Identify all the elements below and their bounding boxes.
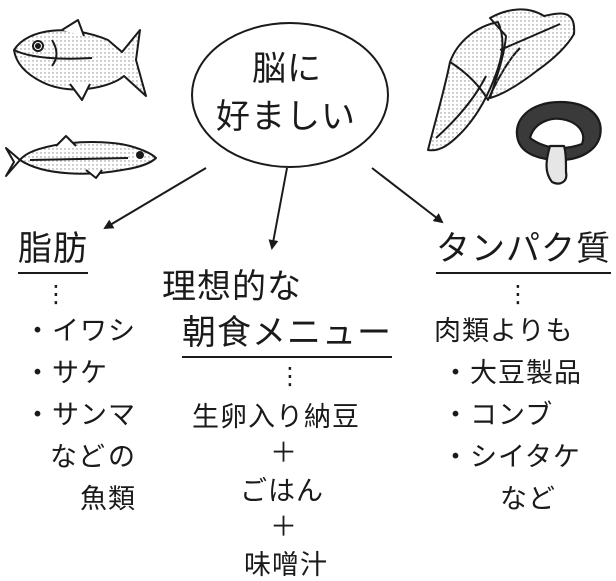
protein-item-etc: など: [500, 484, 556, 515]
protein-item-kelp: ・コンブ: [442, 400, 554, 431]
breakfast-plus-2: ＋: [270, 512, 298, 543]
fat-item-fish: 魚類: [80, 484, 136, 515]
fat-item-saury: ・サンマ: [24, 400, 136, 431]
arrow-to-fat: [103, 167, 207, 230]
tuna-fish-icon: [13, 19, 147, 101]
sardine-fish-icon: [5, 135, 157, 179]
breakfast-item-natto: 生卵入り納豆: [192, 402, 360, 433]
fat-heading: 脂肪: [18, 232, 88, 274]
breakfast-heading-line1: 理想的な: [162, 267, 302, 307]
kelp-icon: [427, 8, 576, 152]
breakfast-plus-1: ＋: [270, 438, 298, 469]
protein-ellipsis: ⋮: [506, 280, 530, 308]
shiitake-mushroom-icon: [515, 100, 602, 185]
breakfast-ellipsis: ⋮: [278, 362, 302, 390]
breakfast-item-miso-soup: 味噌汁: [244, 550, 328, 581]
fat-item-nado: など: [50, 442, 106, 473]
center-ellipse: [191, 22, 389, 168]
protein-item-rather-than-meat: 肉類よりも: [434, 316, 574, 347]
center-title-line1: 脳に: [252, 49, 322, 89]
fat-ellipsis: ⋮: [44, 280, 68, 308]
fat-item-no: の: [108, 442, 136, 473]
protein-item-shiitake: ・シイタケ: [442, 442, 581, 473]
fat-item-salmon: ・サケ: [24, 358, 108, 389]
breakfast-heading-line2: 朝食メニュー: [182, 316, 392, 358]
arrow-to-breakfast: [268, 167, 288, 250]
center-title-line2: 好ましい: [216, 97, 356, 137]
arrow-to-protein: [371, 167, 444, 224]
fat-item-sardine: ・イワシ: [24, 316, 136, 347]
protein-heading: タンパク質: [436, 232, 611, 274]
breakfast-item-rice: ごはん: [240, 476, 324, 507]
protein-item-soy-products: ・大豆製品: [442, 358, 582, 389]
